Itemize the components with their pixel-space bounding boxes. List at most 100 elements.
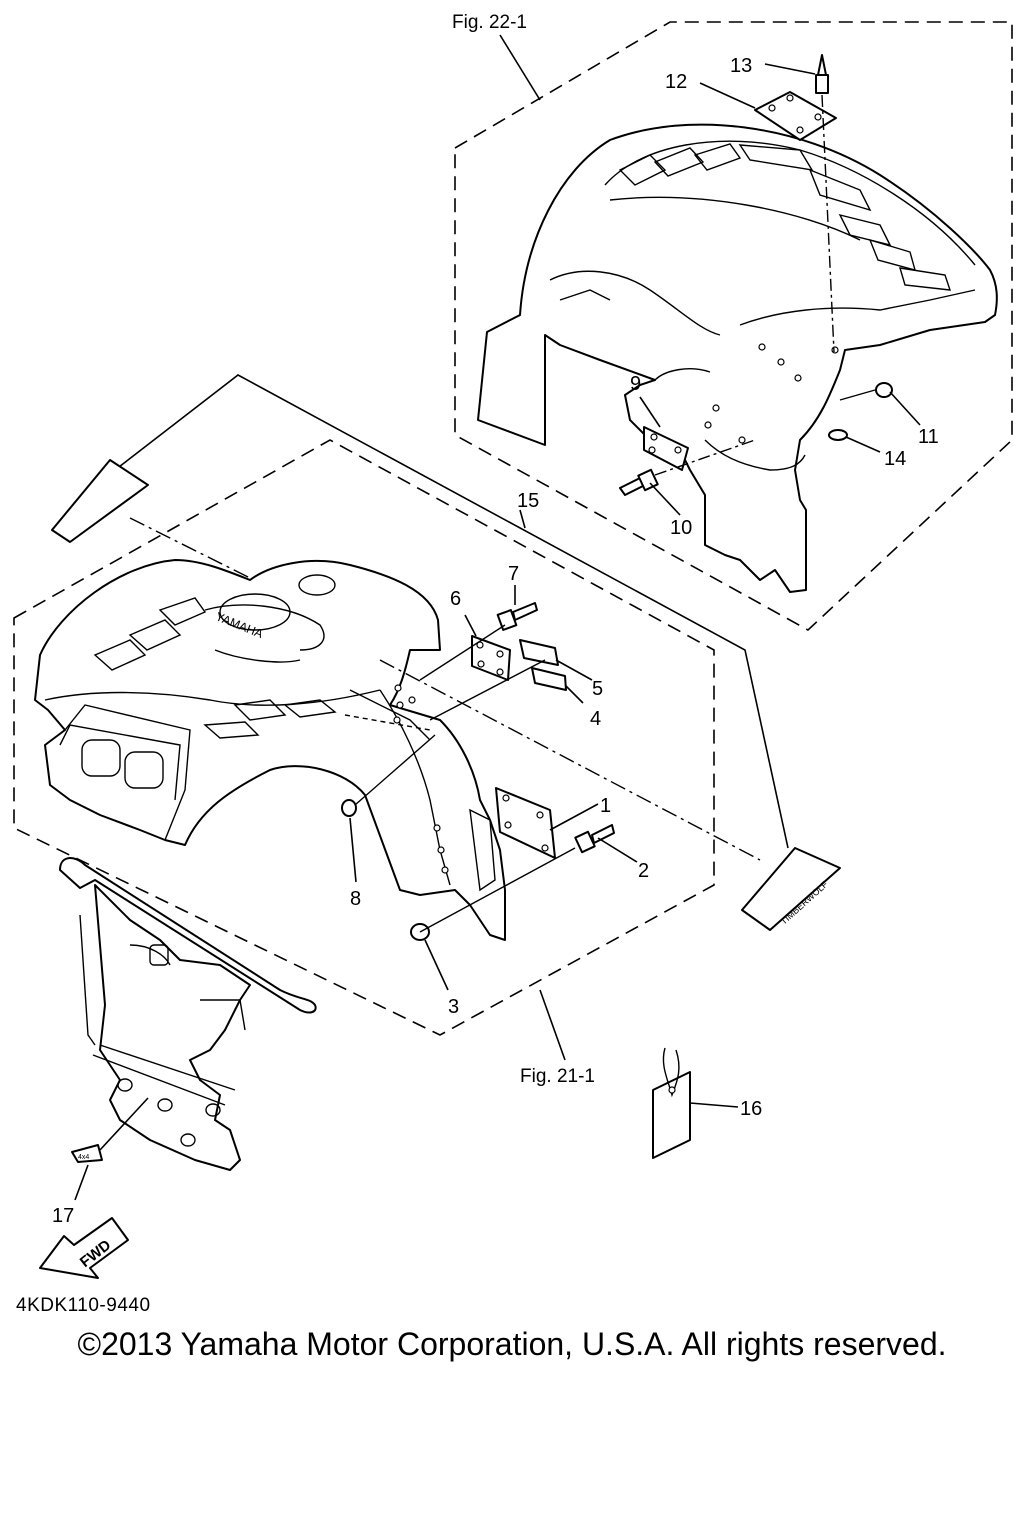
- part-callout-1: 1: [600, 795, 611, 817]
- badge-17-leader: [99, 1097, 149, 1151]
- part-callout-14: 14: [884, 448, 906, 470]
- part-callout-15: 15: [517, 490, 539, 512]
- leader-3: [424, 939, 449, 991]
- front-fender-group-outline: [13, 439, 715, 1036]
- plate-hole: [502, 794, 510, 802]
- rear-fender-group-outline: [454, 21, 1013, 631]
- tag-16: [652, 1047, 691, 1159]
- decal-front-left: [51, 459, 149, 543]
- label-4: [531, 667, 567, 691]
- washer-3-axis: [419, 847, 576, 933]
- part-callout-5: 5: [592, 678, 603, 700]
- rear-fender-hole: [831, 346, 839, 354]
- front-fender-hole: [433, 824, 441, 832]
- rear-fender-hole: [794, 374, 802, 382]
- drawing-code: 4KDK110-9440: [16, 1295, 151, 1316]
- front-fender-hole: [441, 866, 449, 874]
- label-5: [519, 639, 559, 666]
- front-fender-stripes: [93, 597, 337, 739]
- part-callout-8: 8: [350, 888, 361, 910]
- leader-14: [845, 436, 881, 453]
- plate-hole: [674, 446, 682, 454]
- leader-15: [519, 509, 526, 529]
- plate-hole: [496, 668, 504, 676]
- leader-11: [889, 391, 921, 426]
- part-callout-6: 6: [450, 588, 461, 610]
- leader-5: [555, 659, 593, 681]
- plate-hole: [504, 821, 512, 829]
- front-fender-hole: [408, 696, 416, 704]
- label-axis: [429, 659, 546, 721]
- rivet-13-axis: [821, 94, 835, 353]
- part-callout-2: 2: [638, 860, 649, 882]
- badge-17: [71, 1144, 103, 1163]
- leader-9: [639, 396, 661, 428]
- part-callout-7: 7: [508, 563, 519, 585]
- plate-hole: [541, 844, 549, 852]
- rivet-10-axis: [654, 439, 756, 476]
- plate-1: [495, 787, 556, 859]
- washer-14: [828, 429, 848, 441]
- front-fender-hole: [394, 684, 402, 692]
- washer-axis: [839, 389, 876, 401]
- rivet-13: [815, 54, 829, 94]
- leader-16: [689, 1102, 739, 1108]
- part-callout-9: 9: [630, 373, 641, 395]
- rivet-2: [574, 824, 615, 854]
- copyright-notice: ©2013 Yamaha Motor Corporation, U.S.A. A…: [77, 1326, 947, 1362]
- front-fender-hole: [396, 701, 404, 709]
- decal-timberwolf: TIMBERWOLF: [741, 847, 841, 931]
- plate-hole: [796, 126, 804, 134]
- part-callout-3: 3: [448, 996, 459, 1018]
- leader-6: [464, 614, 477, 637]
- plate-hole: [650, 433, 658, 441]
- part-callout-10: 10: [670, 517, 692, 539]
- rear-fender-hole: [777, 358, 785, 366]
- fig-22-1-label: Fig. 22-1: [452, 12, 527, 33]
- leader-17: [74, 1164, 89, 1201]
- leader-8: [349, 817, 357, 883]
- decal-15-bracket: [114, 374, 789, 849]
- leader-1: [549, 803, 599, 831]
- rear-fender-hole: [758, 343, 766, 351]
- washer-8-axis: [354, 734, 436, 806]
- front-fender-hole: [393, 716, 401, 724]
- plate-hole: [536, 811, 544, 819]
- rivet-7: [496, 602, 538, 631]
- rear-fender: [477, 123, 998, 593]
- fig-22-1-leader: [499, 34, 541, 101]
- rear-fender-hole: [712, 404, 720, 412]
- part-callout-16: 16: [740, 1098, 762, 1120]
- part-callout-11: 11: [918, 426, 939, 448]
- plate-hole: [768, 104, 776, 112]
- part-callout-13: 13: [730, 55, 752, 77]
- part-callout-4: 4: [590, 708, 601, 730]
- rivet-10: [619, 468, 659, 496]
- leader-2: [597, 837, 638, 863]
- front-fender-hole: [437, 846, 445, 854]
- plate-hole: [496, 650, 504, 658]
- plate-12: [754, 91, 837, 141]
- front-fender: YAMAHA: [34, 559, 506, 941]
- front-guard: [59, 857, 317, 1171]
- parts-diagram: Fig. 22-1: [13, 12, 1013, 1279]
- rear-fender-hole: [738, 436, 746, 444]
- fwd-arrow: FWD: [39, 1217, 129, 1279]
- leader-4: [565, 685, 584, 704]
- decal-timberwolf-axis: [379, 659, 761, 861]
- leader-13: [764, 63, 816, 75]
- decal-front-left-axis: [129, 517, 251, 579]
- plate-hole: [786, 94, 794, 102]
- rear-fender-stripes: [618, 143, 952, 291]
- badge-17-text: 4x4: [78, 1154, 89, 1161]
- leader-12: [699, 82, 756, 109]
- rivet-7-axis: [419, 624, 506, 681]
- plate-hole: [477, 660, 485, 668]
- leader-10: [649, 482, 681, 516]
- plate-hole: [814, 113, 822, 121]
- fig-21-1-leader: [539, 989, 566, 1061]
- part-callout-12: 12: [665, 71, 687, 93]
- plate-hole: [648, 446, 656, 454]
- washer-11: [875, 382, 893, 398]
